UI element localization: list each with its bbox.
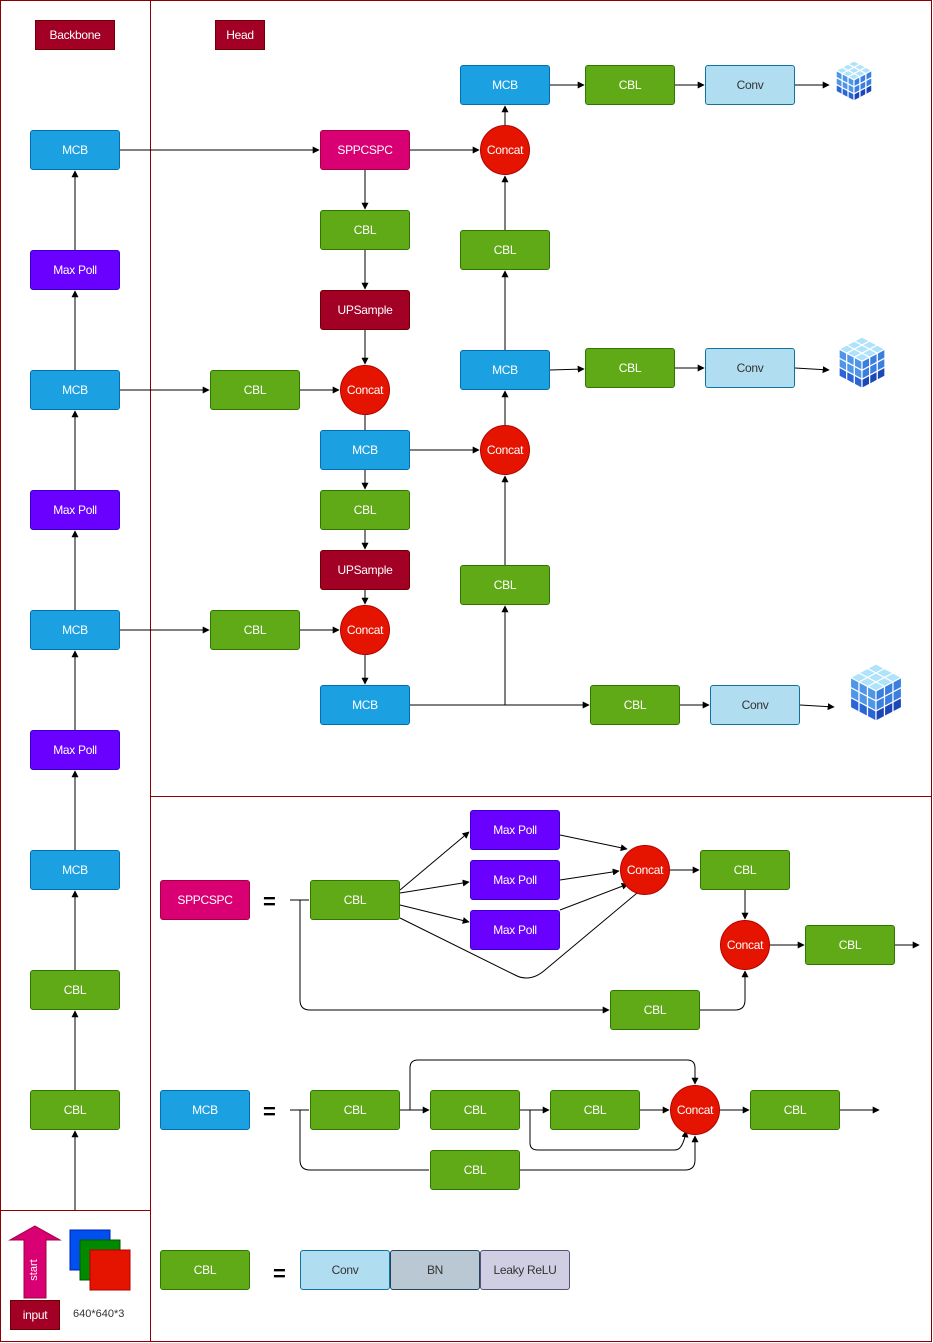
head-mcb-1: MCB bbox=[320, 430, 410, 470]
spp-concat-1: Concat bbox=[620, 845, 670, 895]
rgb-channels-icon bbox=[69, 1229, 131, 1291]
head-cbl-2: CBL bbox=[320, 490, 410, 530]
output-cbl-1: CBL bbox=[585, 65, 675, 105]
cube-cell bbox=[892, 696, 903, 713]
spp-maxpoll-2: Max Poll bbox=[470, 860, 560, 900]
equals-sign: = bbox=[263, 889, 276, 914]
mcb-cbl-2: CBL bbox=[430, 1090, 520, 1130]
head-mcb-3: MCB bbox=[460, 350, 550, 390]
start-label: start bbox=[28, 1259, 40, 1281]
spp-maxpoll-3: Max Poll bbox=[470, 910, 560, 950]
cbl-bn: BN bbox=[390, 1250, 480, 1290]
cbl-leaky-relu: Leaky ReLU bbox=[480, 1250, 570, 1290]
head-mcb-4: MCB bbox=[460, 65, 550, 105]
head-sppcspc: SPPCSPC bbox=[320, 130, 410, 170]
output-cbl-3: CBL bbox=[590, 685, 680, 725]
input-label: input bbox=[10, 1300, 60, 1330]
backbone-maxpoll-3: Max Poll bbox=[30, 250, 120, 290]
spp-cbl-mid: CBL bbox=[700, 850, 790, 890]
head-concat-3: Concat bbox=[480, 425, 530, 475]
spp-cbl-in: CBL bbox=[310, 880, 400, 920]
mcb-cbl-3: CBL bbox=[550, 1090, 640, 1130]
head-cbl-1: CBL bbox=[320, 210, 410, 250]
backbone-cbl-1: CBL bbox=[30, 1090, 120, 1130]
head-upsample-2: UPSample bbox=[320, 550, 410, 590]
head-cbl-down-1: CBL bbox=[460, 565, 550, 605]
head-concat-1: Concat bbox=[340, 365, 390, 415]
spp-cbl-out: CBL bbox=[805, 925, 895, 965]
head-concat-4: Concat bbox=[480, 125, 530, 175]
head-mcb-2: MCB bbox=[320, 685, 410, 725]
up-arrow-icon bbox=[8, 1225, 62, 1299]
backbone-label: Backbone bbox=[35, 20, 115, 50]
mcb-concat: Concat bbox=[670, 1085, 720, 1135]
head-cbl-lateral-1: CBL bbox=[210, 370, 300, 410]
output-conv-1: Conv bbox=[705, 65, 795, 105]
backbone-mcb-1: MCB bbox=[30, 850, 120, 890]
legend-cbl: CBL bbox=[160, 1250, 250, 1290]
cube-grid-icon bbox=[834, 60, 874, 102]
cube-cell bbox=[865, 83, 873, 96]
cube-cell bbox=[876, 366, 886, 382]
backbone-mcb-3: MCB bbox=[30, 370, 120, 410]
input-size: 640*640*3 bbox=[73, 1308, 125, 1320]
legend-mcb: MCB bbox=[160, 1090, 250, 1130]
mcb-cbl-shortcut: CBL bbox=[430, 1150, 520, 1190]
backbone-mcb-2: MCB bbox=[30, 610, 120, 650]
head-cbl-down-2: CBL bbox=[460, 230, 550, 270]
output-conv-2: Conv bbox=[705, 348, 795, 388]
output-conv-3: Conv bbox=[710, 685, 800, 725]
head-label: Head bbox=[215, 20, 265, 50]
mcb-cbl-out: CBL bbox=[750, 1090, 840, 1130]
output-cbl-2: CBL bbox=[585, 348, 675, 388]
spp-concat-2: Concat bbox=[720, 920, 770, 970]
spp-maxpoll-1: Max Poll bbox=[470, 810, 560, 850]
head-concat-2: Concat bbox=[340, 605, 390, 655]
backbone-maxpoll-1: Max Poll bbox=[30, 730, 120, 770]
cbl-conv: Conv bbox=[300, 1250, 390, 1290]
backbone-maxpoll-2: Max Poll bbox=[30, 490, 120, 530]
backbone-mcb-4: MCB bbox=[30, 130, 120, 170]
equals-sign: = bbox=[263, 1099, 276, 1124]
equals-sign: = bbox=[273, 1261, 286, 1286]
spp-cbl-shortcut: CBL bbox=[610, 990, 700, 1030]
mcb-cbl-1: CBL bbox=[310, 1090, 400, 1130]
connectors bbox=[71, 81, 920, 1210]
head-cbl-lateral-2: CBL bbox=[210, 610, 300, 650]
legend-sppcspc: SPPCSPC bbox=[160, 880, 250, 920]
head-upsample-1: UPSample bbox=[320, 290, 410, 330]
cube-grid-icon bbox=[837, 336, 887, 390]
backbone-cbl-2: CBL bbox=[30, 970, 120, 1010]
cube-grid-icon bbox=[849, 663, 903, 722]
